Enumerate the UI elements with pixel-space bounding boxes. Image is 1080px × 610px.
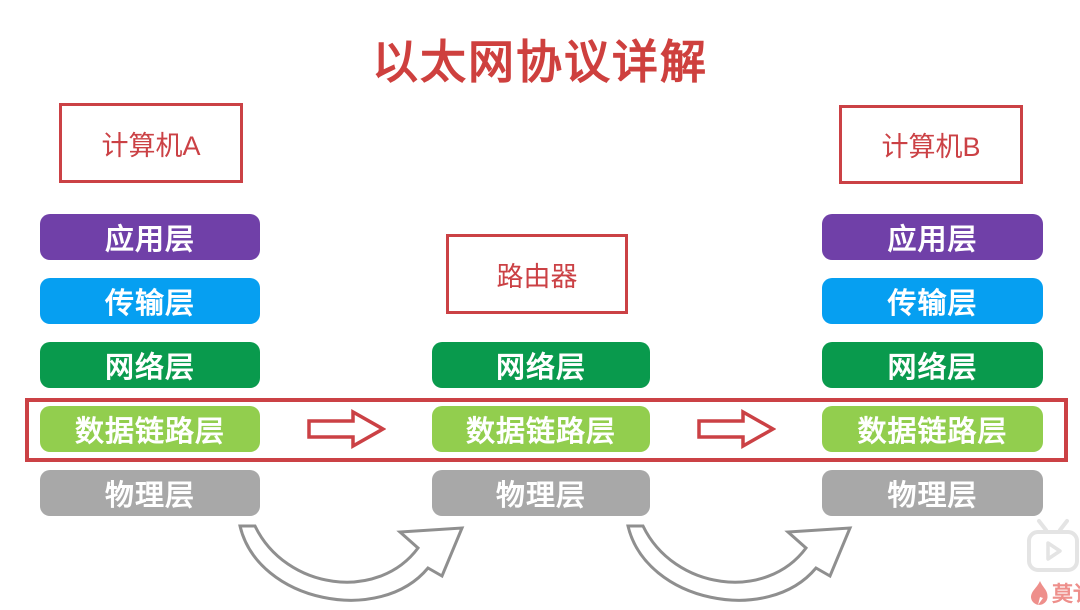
right-arrow-shape (307, 408, 386, 450)
right-layer-network: 网络层 (822, 342, 1043, 388)
router-box: 路由器 (446, 234, 628, 314)
tv-play-icon-strokes (1027, 519, 1079, 572)
flame-icon (1031, 581, 1048, 605)
right-layer-datalink: 数据链路层 (822, 406, 1043, 452)
right-arrow-icon-1 (307, 408, 386, 450)
middle-layer-network: 网络层 (432, 342, 650, 388)
curved-arrow-shape (626, 524, 853, 602)
computer-b-label: 计算机B (881, 132, 981, 162)
tv-play-icon (1027, 519, 1079, 572)
computer-a-label: 计算机A (101, 130, 201, 161)
brand-watermark-text: 莫讠 (1052, 583, 1080, 606)
curved-arrow-icon-2 (626, 524, 853, 602)
brand-watermark: 莫讠 (1030, 578, 1080, 608)
middle-layer-datalink: 数据链路层 (432, 406, 650, 452)
left-layer-network: 网络层 (40, 342, 260, 388)
right-arrow-icon-2 (697, 408, 776, 450)
left-layer-transport: 传输层 (40, 278, 260, 324)
left-layer-application: 应用层 (40, 214, 260, 260)
router-label: 路由器 (496, 261, 578, 292)
left-layer-datalink: 数据链路层 (40, 406, 260, 452)
curved-arrow-shape (238, 524, 465, 602)
datalink-highlight-box (25, 398, 1068, 462)
right-layer-application: 应用层 (822, 214, 1043, 260)
slide-title: 以太网协议详解 (372, 36, 708, 88)
middle-layer-physical: 物理层 (432, 470, 650, 516)
right-arrow-shape (697, 408, 776, 450)
computer-b-box: 计算机B (839, 105, 1023, 184)
curved-arrow-icon-1 (238, 524, 465, 602)
flame-shape (1031, 581, 1048, 605)
computer-a-box: 计算机A (59, 103, 243, 183)
right-layer-physical: 物理层 (822, 470, 1043, 516)
left-layer-physical: 物理层 (40, 470, 260, 516)
right-layer-transport: 传输层 (822, 278, 1043, 324)
